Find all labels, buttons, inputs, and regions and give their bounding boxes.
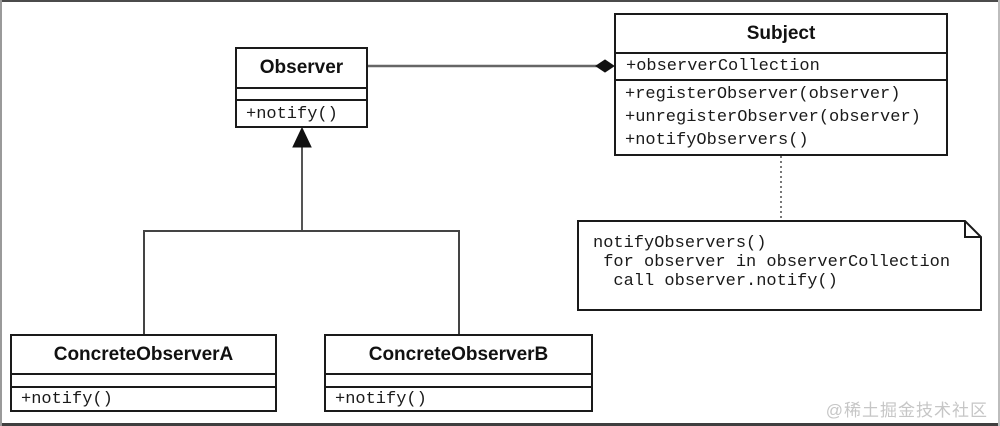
note-outline — [577, 220, 982, 311]
class-box-observer: Observer +notify() — [235, 47, 368, 128]
class-box-concrete-observer-b: ConcreteObserverB +notify() — [324, 334, 593, 412]
inheritance-connector — [292, 126, 312, 231]
hierarchy-connector — [143, 230, 460, 334]
aggregation-diamond-icon — [595, 59, 615, 73]
note-fold-icon — [964, 221, 981, 238]
note-body: notifyObservers() for observer in observ… — [593, 234, 950, 291]
class-method: +unregisterObserver(observer) — [625, 108, 921, 127]
class-method: +notify() — [335, 390, 427, 409]
class-method: +registerObserver(observer) — [625, 85, 901, 104]
frame-edge-right — [998, 0, 1000, 426]
frame-edge-bottom — [0, 423, 1000, 426]
class-title: Observer — [237, 49, 366, 89]
class-method: +notifyObservers() — [625, 131, 809, 150]
class-attribute: +observerCollection — [626, 57, 820, 76]
note-line: notifyObservers() — [593, 234, 767, 253]
class-attributes: +observerCollection — [616, 54, 946, 81]
class-title: ConcreteObserverB — [326, 336, 591, 375]
class-method: +notify() — [246, 105, 338, 124]
class-methods: +notify() — [326, 388, 591, 411]
class-box-concrete-observer-a: ConcreteObserverA +notify() — [10, 334, 277, 412]
frame-edge-top — [0, 0, 1000, 2]
class-methods: +registerObserver(observer) +unregisterO… — [616, 81, 946, 152]
aggregation-connector — [367, 59, 615, 73]
note-line: for observer in observerCollection — [593, 253, 951, 272]
class-methods: +notify() — [12, 388, 275, 411]
class-attributes-empty — [326, 375, 591, 388]
note: notifyObservers() for observer in observ… — [577, 220, 982, 311]
watermark: @稀土掘金技术社区 — [825, 401, 988, 420]
class-methods: +notify() — [237, 101, 366, 126]
note-line: call observer.notify() — [593, 272, 838, 291]
class-box-subject: Subject +observerCollection +registerObs… — [614, 13, 948, 156]
frame-edge-left — [0, 0, 2, 426]
class-title: ConcreteObserverA — [12, 336, 275, 375]
class-attributes-empty — [237, 89, 366, 101]
class-attributes-empty — [12, 375, 275, 388]
class-title: Subject — [616, 15, 946, 54]
inheritance-triangle-icon — [292, 126, 312, 148]
class-method: +notify() — [21, 390, 113, 409]
